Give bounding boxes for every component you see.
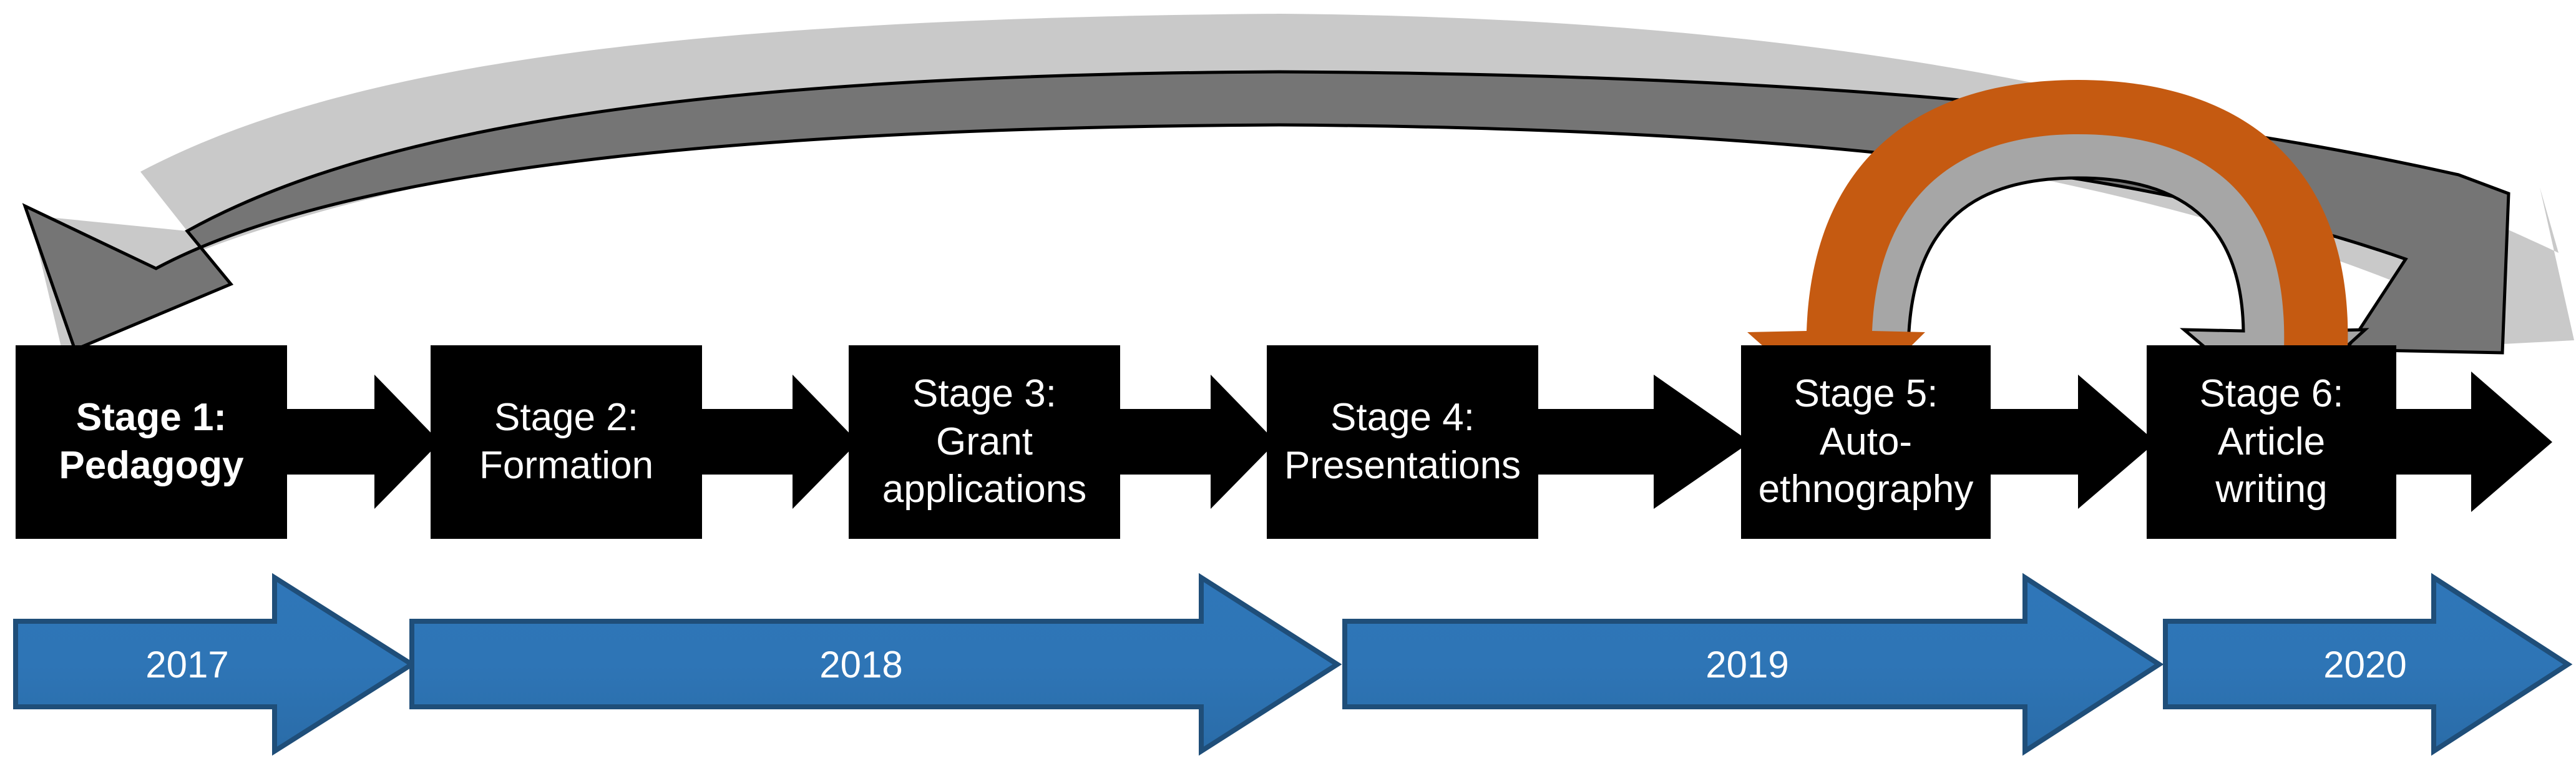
flow-arrow-stage2-stage3 bbox=[699, 375, 858, 509]
stage-box-4[interactable] bbox=[1267, 345, 1538, 539]
timeline-arrow-2018[interactable] bbox=[409, 573, 1342, 756]
stage-box-5[interactable] bbox=[1741, 345, 1991, 539]
feedback-stage6-to-stage5-arrow bbox=[1747, 80, 2348, 415]
flow-arrow-stage3-stage4 bbox=[1117, 375, 1276, 509]
flow-arrow-stage6-end bbox=[2393, 372, 2552, 512]
timeline-arrow-2019[interactable] bbox=[1342, 573, 2164, 756]
timeline-arrow-2020[interactable] bbox=[2163, 573, 2573, 756]
timeline-arrow-2017[interactable] bbox=[13, 573, 417, 756]
stage-box-3[interactable] bbox=[849, 345, 1120, 539]
flow-arrow-stage1-stage2 bbox=[284, 375, 440, 509]
flow-arrow-stage5-stage6 bbox=[1988, 375, 2156, 509]
flow-arrow-stage4-stage5 bbox=[1535, 375, 1750, 509]
stage-box-2[interactable] bbox=[431, 345, 702, 539]
stage-box-1[interactable] bbox=[16, 345, 287, 539]
stage-box-6[interactable] bbox=[2147, 345, 2396, 539]
